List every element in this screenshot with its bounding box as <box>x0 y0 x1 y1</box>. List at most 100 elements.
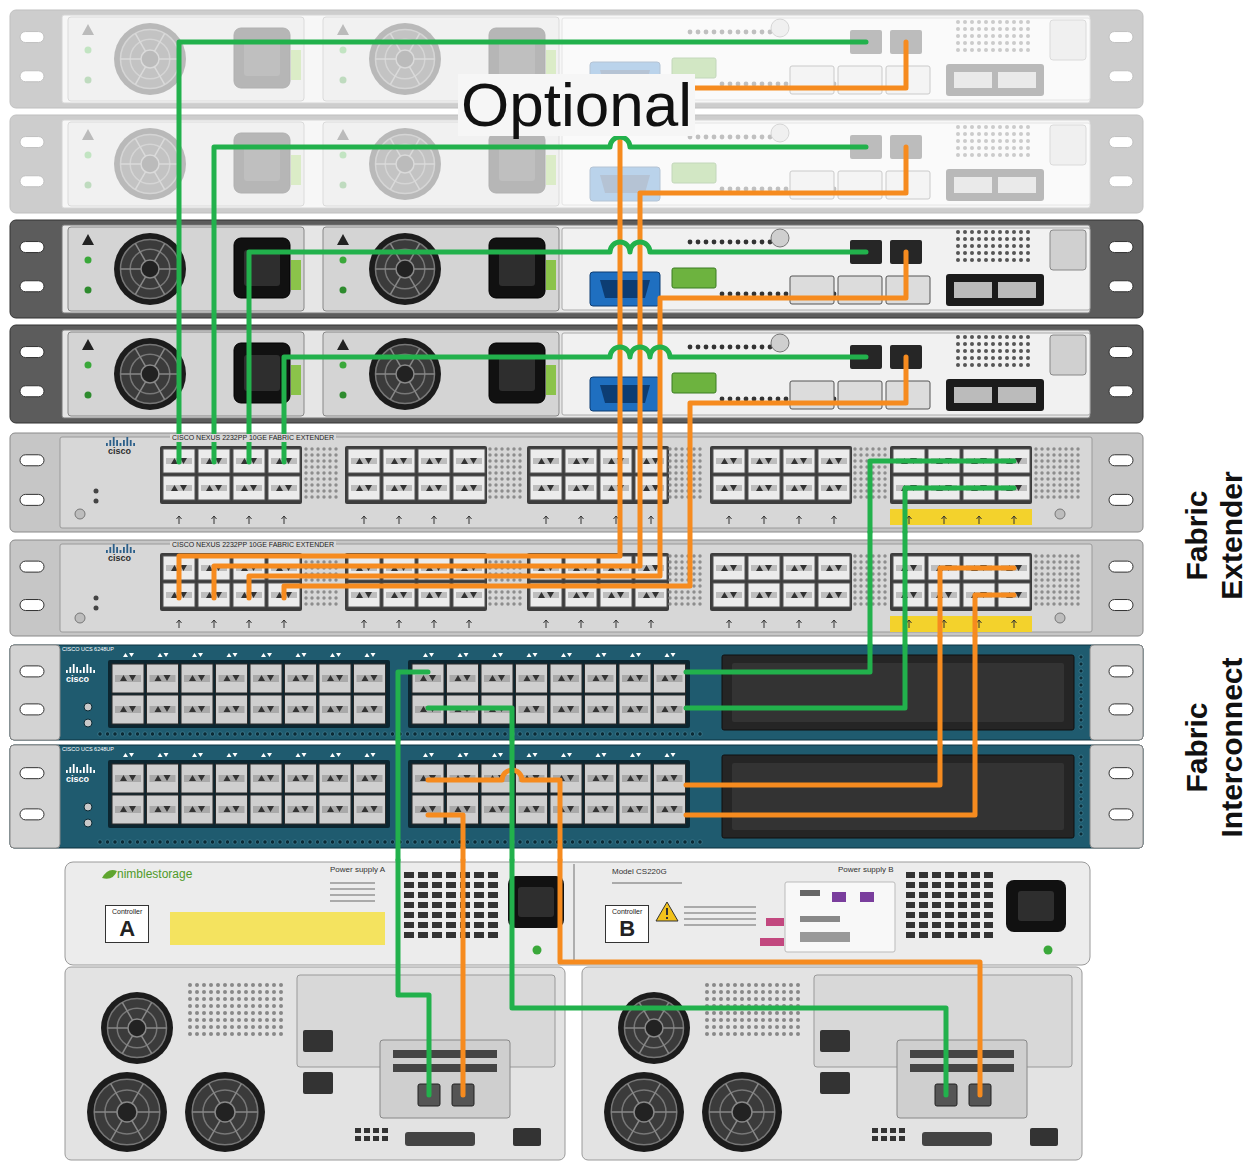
sfp-cage <box>748 449 780 473</box>
vent-hole <box>304 447 307 450</box>
sfp-cage <box>285 764 317 793</box>
vent-hole <box>1019 356 1023 360</box>
vent-hole <box>1005 258 1009 262</box>
port-arrow <box>362 806 378 812</box>
vent-hole <box>334 495 337 498</box>
vent-hole <box>1026 27 1030 31</box>
expansion-slot <box>722 655 1074 730</box>
vent-hole <box>680 483 683 486</box>
vent-hole <box>956 20 960 24</box>
power-inlet-socket <box>499 40 535 76</box>
port-arrow <box>643 565 659 571</box>
vent-hole <box>548 840 552 844</box>
port-strip <box>890 509 1032 525</box>
vent-hole <box>338 732 342 736</box>
vent-hole <box>1012 363 1016 367</box>
vent-hole <box>674 471 677 474</box>
vent-hole <box>1064 578 1067 581</box>
vent-hole <box>345 840 349 844</box>
cage-tab <box>519 675 545 682</box>
vent-hole <box>488 477 491 480</box>
vent-hole <box>310 489 313 492</box>
cage-tab <box>484 806 510 813</box>
vent-hole <box>304 495 307 498</box>
port-arrow <box>791 458 807 464</box>
vent-hole <box>696 240 701 245</box>
vent-hole <box>135 840 139 844</box>
vent-hole <box>500 602 503 605</box>
vent-hole <box>512 477 515 480</box>
sfp-cage <box>181 764 213 793</box>
mounting-slot <box>20 176 44 187</box>
vent-hole <box>1076 578 1079 581</box>
port-arrow <box>391 592 407 598</box>
vent-slot <box>404 932 414 938</box>
cage-tab <box>219 675 245 682</box>
psu-latch <box>546 155 556 185</box>
vent-hole <box>1079 769 1083 773</box>
vent-hole <box>991 41 995 45</box>
usb-port <box>672 268 716 288</box>
vent-hole <box>506 495 509 498</box>
vent-hole <box>680 578 683 581</box>
vent-hole <box>345 732 349 736</box>
cage-tab <box>219 806 245 813</box>
vent-hole <box>1079 755 1083 759</box>
vent-hole <box>1012 258 1016 262</box>
vent-hole <box>328 453 331 456</box>
port-arrow <box>627 775 643 781</box>
cage-tab <box>716 592 742 598</box>
vent-hole <box>696 345 701 350</box>
vent-hole <box>248 732 252 736</box>
logo-bar <box>123 547 125 553</box>
vent-hole <box>1076 584 1079 587</box>
sfp-cage <box>600 476 632 500</box>
vent-hole <box>304 465 307 468</box>
shelf-divider <box>573 864 575 963</box>
vent-hole <box>1034 590 1037 593</box>
vent-hole <box>1012 349 1016 353</box>
vent-hole <box>668 471 671 474</box>
vent-hole <box>698 459 701 462</box>
cage-tab <box>786 565 812 571</box>
cage-tab <box>322 775 348 782</box>
port-arrow <box>662 675 678 681</box>
vent-hole <box>494 453 497 456</box>
sfp-cage <box>216 795 248 824</box>
cage-tab <box>357 706 383 713</box>
vent-hole <box>488 483 491 486</box>
sfp-cage <box>112 764 144 793</box>
psu-latch <box>291 365 301 395</box>
sfp-cage <box>893 583 925 607</box>
vent-hole <box>853 560 856 563</box>
vent-hole <box>674 572 677 575</box>
vent-hole <box>233 840 237 844</box>
vent-hole <box>300 732 304 736</box>
port-arrow <box>826 485 842 491</box>
mounting-slot <box>1109 600 1133 611</box>
psu-latch <box>291 155 301 185</box>
vent-hole <box>1070 560 1073 563</box>
sfp-cage <box>112 795 144 824</box>
fan-housing <box>369 128 441 200</box>
status-led <box>85 182 92 189</box>
vent-hole <box>1052 465 1055 468</box>
fan-hub <box>396 260 414 278</box>
port-arrow <box>120 675 136 681</box>
vent-slot <box>418 902 428 908</box>
vent-hole <box>970 41 974 45</box>
vent-hole <box>977 132 981 136</box>
vent-slot <box>488 872 498 878</box>
vent-hole <box>998 34 1002 38</box>
vent-hole <box>698 447 701 450</box>
vent-hole <box>488 840 492 844</box>
port-arrow <box>293 706 309 712</box>
vent-hole <box>859 566 862 569</box>
module-slot <box>954 72 992 88</box>
cage-tab <box>322 675 348 682</box>
vent-hole <box>1058 560 1061 563</box>
sfp-cage <box>818 556 850 580</box>
vent-hole <box>1005 146 1009 150</box>
vent-slot <box>418 882 428 888</box>
vent-hole <box>1046 459 1049 462</box>
